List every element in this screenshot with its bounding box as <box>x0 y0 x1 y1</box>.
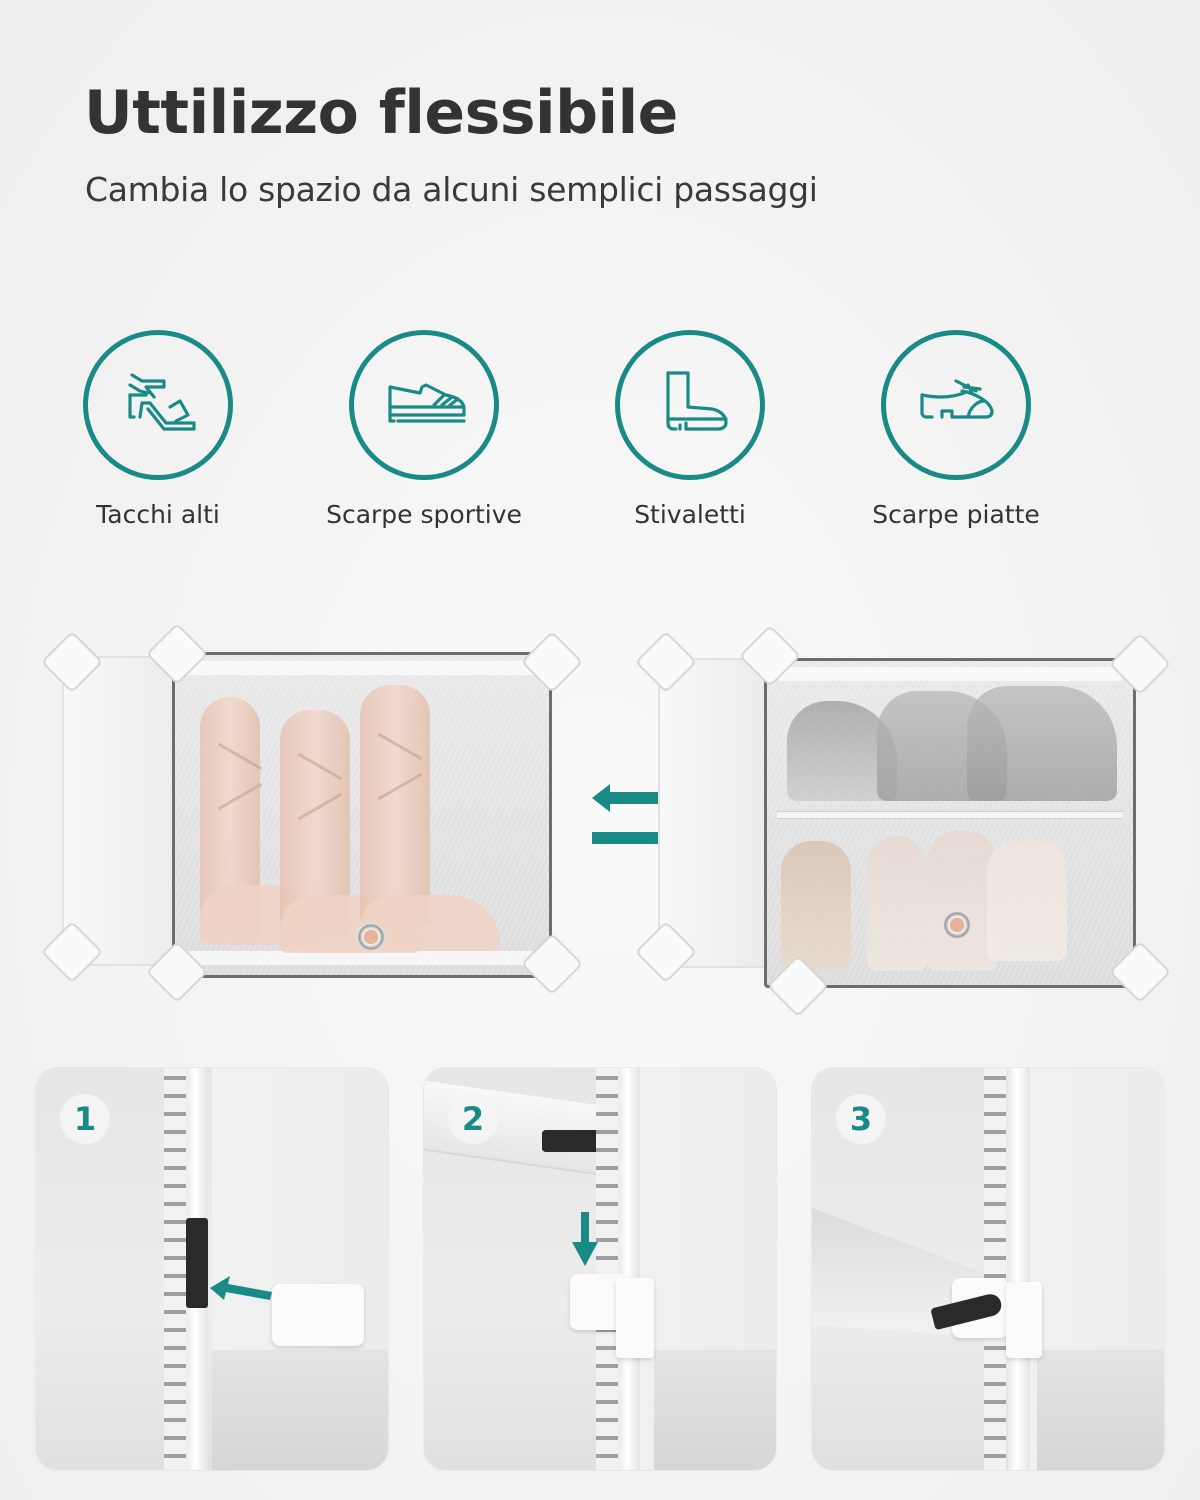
step-card-2: 2 <box>424 1068 776 1470</box>
boot <box>360 685 430 925</box>
shelf-divider <box>777 811 1123 819</box>
cabinet-two-tier <box>630 624 1172 1018</box>
heel-shoe <box>867 836 927 971</box>
sneaker <box>967 686 1117 801</box>
floor-shadow <box>212 1350 388 1470</box>
step-number-badge: 2 <box>448 1094 498 1144</box>
step-card-1: 1 <box>36 1068 388 1470</box>
step-number-badge: 3 <box>836 1094 886 1144</box>
slotted-rail <box>596 1068 618 1470</box>
step-number-badge: 1 <box>60 1094 110 1144</box>
shoe-type-label: Scarpe piatte <box>872 500 1040 529</box>
shoe-type-label: Tacchi alti <box>96 500 220 529</box>
cabinet-side-panel <box>658 658 768 968</box>
cabinet-door[interactable] <box>764 658 1136 988</box>
swap-arrows-icon <box>588 780 688 860</box>
vertical-pole <box>1008 1068 1030 1470</box>
shoe-type-label: Scarpe sportive <box>326 500 522 529</box>
slotted-rail <box>164 1068 186 1470</box>
boot-icon <box>615 330 765 480</box>
arrow-down-icon <box>572 1212 598 1266</box>
slotted-rail <box>984 1068 1006 1470</box>
heel-shoe <box>987 841 1067 961</box>
page-subtitle: Cambia lo spazio da alcuni semplici pass… <box>85 170 818 209</box>
door-knob[interactable] <box>943 911 971 939</box>
shoe-type-sneakers: Scarpe sportive <box>304 330 544 529</box>
floor-shadow <box>654 1350 776 1470</box>
pole-bracket <box>616 1278 654 1358</box>
page-title: Uttilizzo flessibile <box>84 78 678 148</box>
heel-shoe <box>927 831 997 971</box>
pole-bracket <box>1006 1282 1042 1358</box>
flat-shoe-icon <box>881 330 1031 480</box>
door-frost-band <box>187 951 537 965</box>
shoe-type-high-heels: Tacchi alti <box>38 330 278 529</box>
shoe-type-flats: Scarpe piatte <box>836 330 1076 529</box>
connector-pin <box>186 1218 208 1308</box>
door-frost-band <box>779 667 1121 681</box>
floor-shadow <box>1037 1350 1164 1470</box>
shoe-types-row: Tacchi alti Scarpe sportive <box>0 330 1200 550</box>
cabinet-boots <box>40 622 584 1004</box>
shelf-clip <box>272 1284 364 1346</box>
door-knob[interactable] <box>357 923 385 951</box>
vertical-pole <box>618 1068 640 1470</box>
cabinet-side-panel <box>62 656 182 966</box>
high-heel-icon <box>83 330 233 480</box>
heel-shoe <box>781 841 851 971</box>
door-frost-band <box>187 661 537 675</box>
step-card-3: 3 <box>812 1068 1164 1470</box>
shoe-type-label: Stivaletti <box>634 500 746 529</box>
cabinet-door[interactable] <box>172 652 552 978</box>
arrow-left-icon <box>210 1276 272 1300</box>
shoe-type-boots: Stivaletti <box>570 330 810 529</box>
sneaker-icon <box>349 330 499 480</box>
